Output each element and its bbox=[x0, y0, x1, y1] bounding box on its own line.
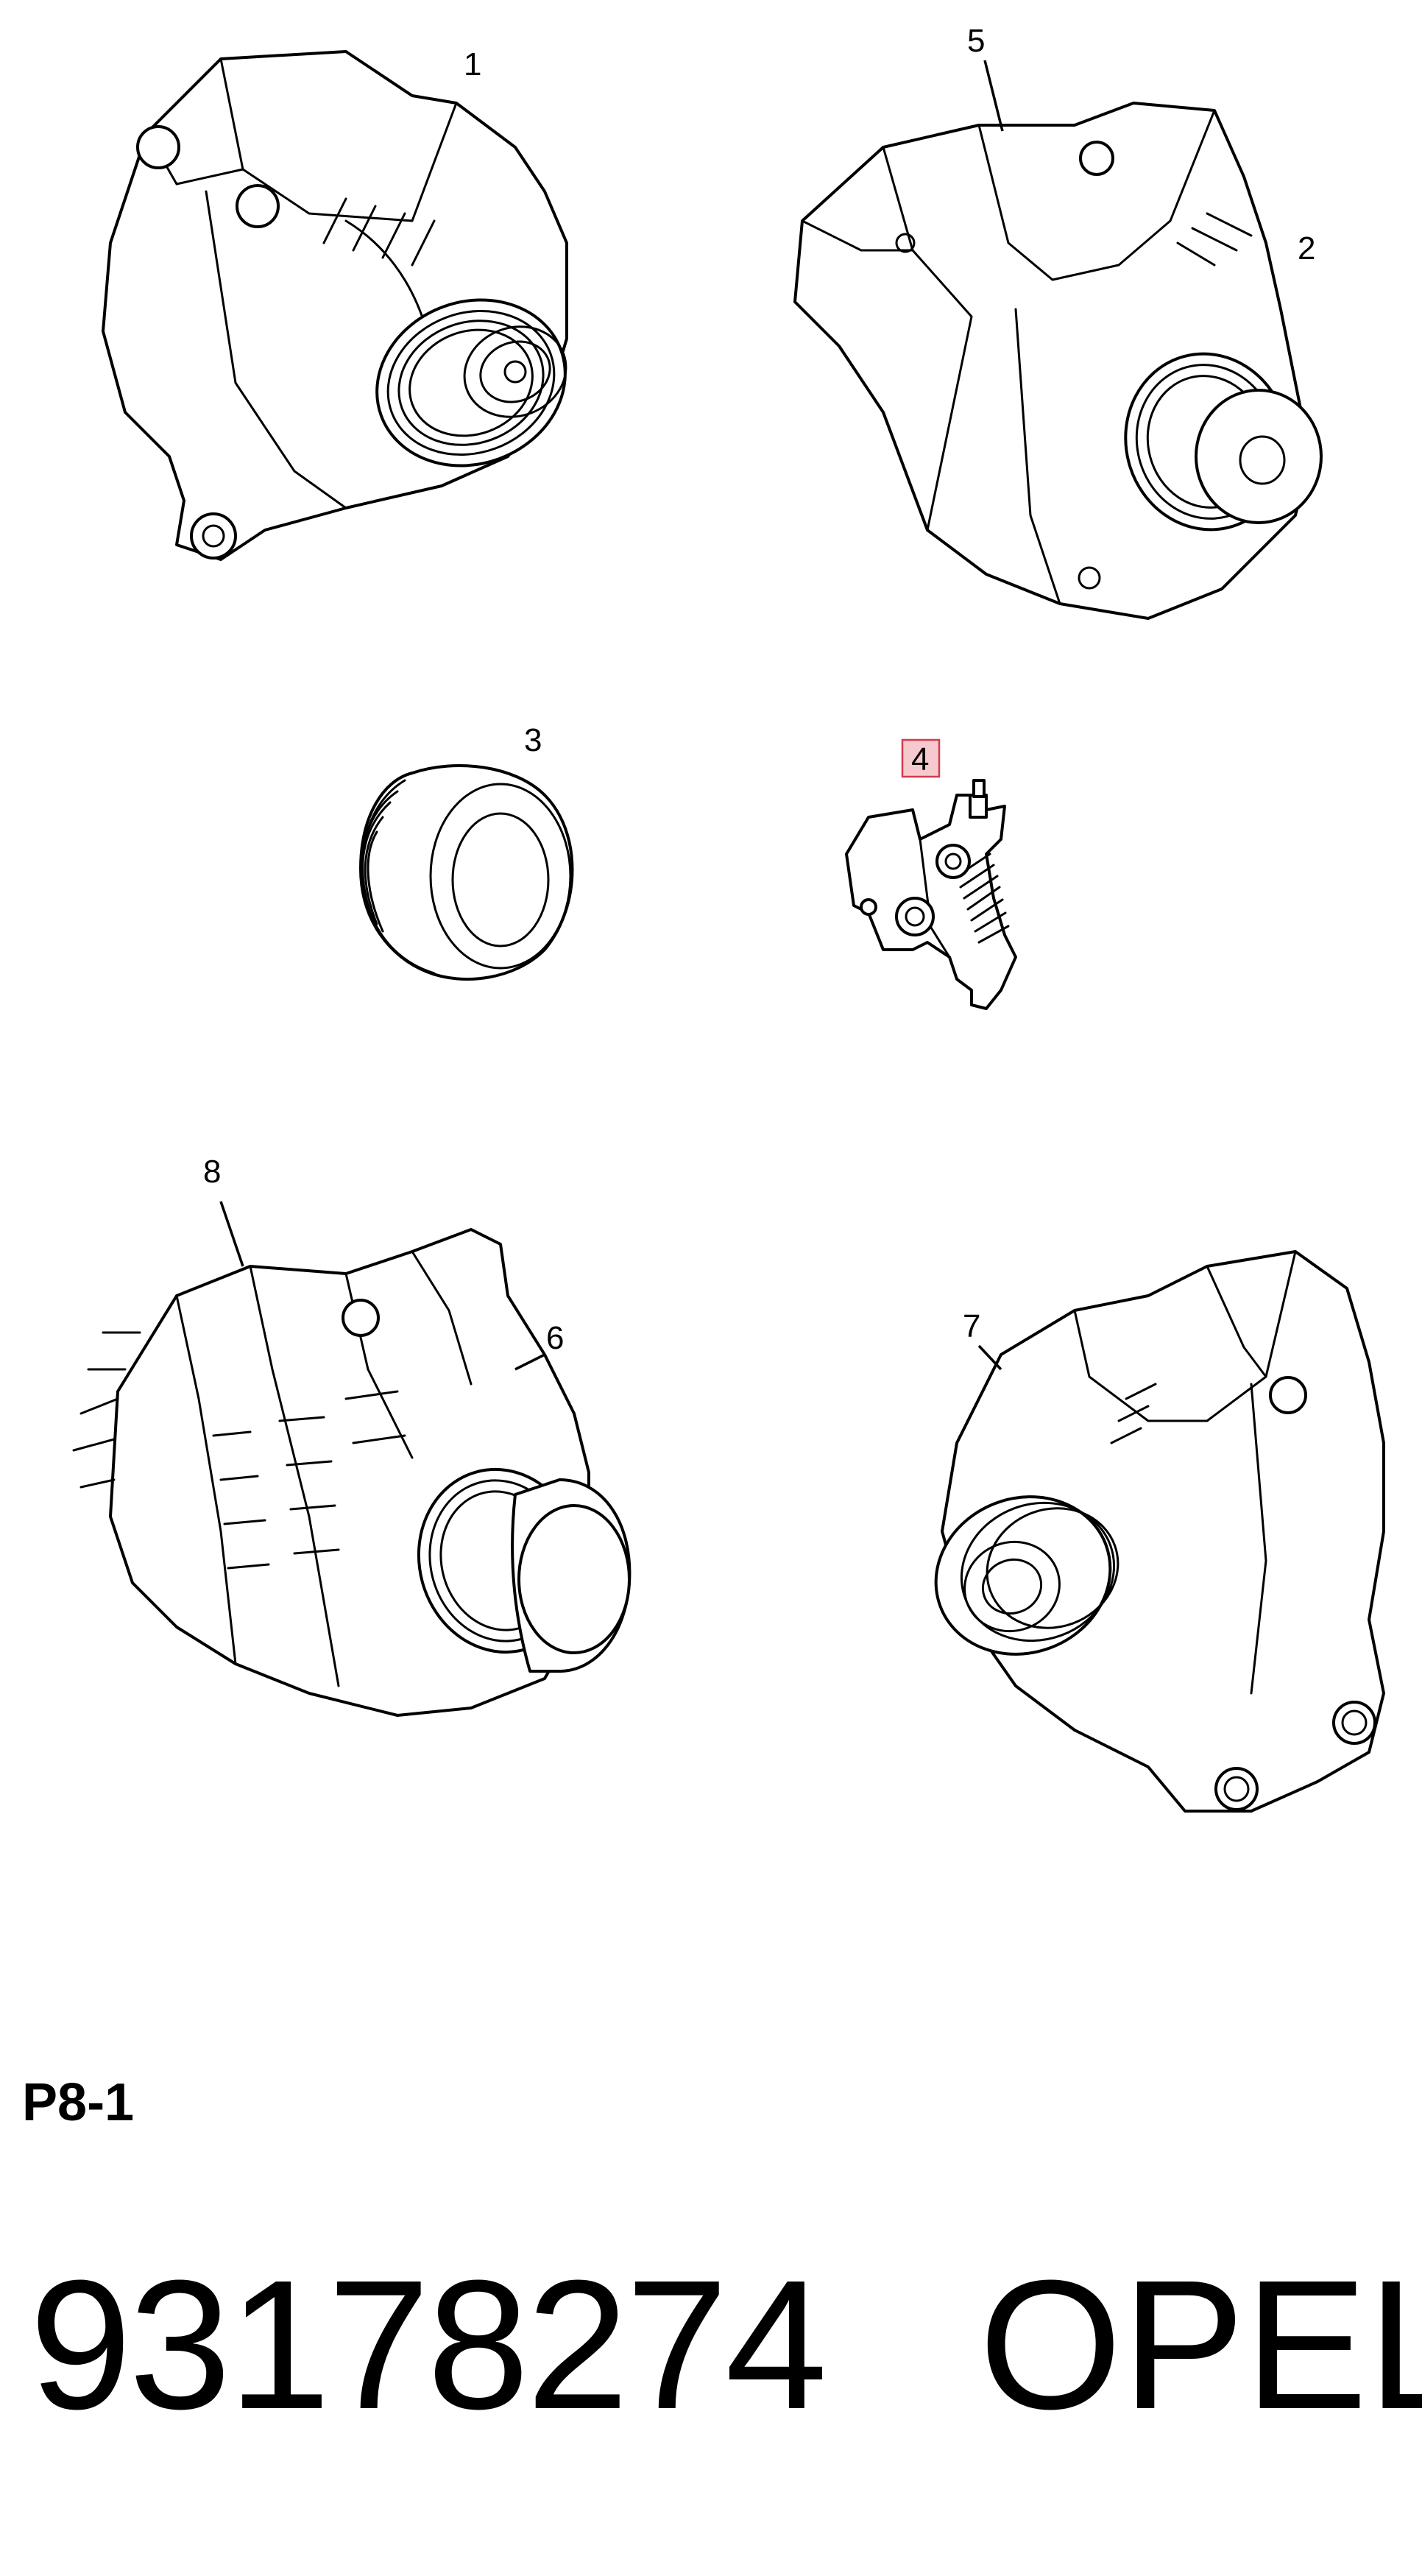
part-5-leader bbox=[983, 60, 1004, 132]
part-4-regulator bbox=[845, 779, 1017, 1010]
part-6-alternator bbox=[72, 1228, 632, 1717]
part-7-leader bbox=[977, 1344, 1002, 1371]
callout-1: 1 bbox=[464, 46, 481, 82]
callout-4-highlight bbox=[901, 738, 941, 778]
part-7-alternator bbox=[934, 1250, 1385, 1813]
brand-name: OPEL bbox=[979, 2242, 1422, 2447]
part-8-leader bbox=[219, 1201, 244, 1267]
part-3-pulley bbox=[359, 764, 574, 981]
callout-6: 6 bbox=[546, 1320, 564, 1356]
callout-5: 5 bbox=[967, 23, 985, 59]
callout-7: 7 bbox=[963, 1308, 980, 1344]
callout-8: 8 bbox=[203, 1154, 221, 1190]
callout-2: 2 bbox=[1298, 230, 1315, 267]
sheet-reference: P8-1 bbox=[22, 2073, 135, 2132]
part-6-leader bbox=[514, 1353, 545, 1371]
part-1-alternator bbox=[102, 50, 568, 561]
part-number: 93178274 bbox=[29, 2242, 827, 2447]
part-2-alternator bbox=[793, 102, 1323, 620]
callout-3: 3 bbox=[524, 722, 542, 758]
callout-4: 4 bbox=[911, 741, 929, 777]
